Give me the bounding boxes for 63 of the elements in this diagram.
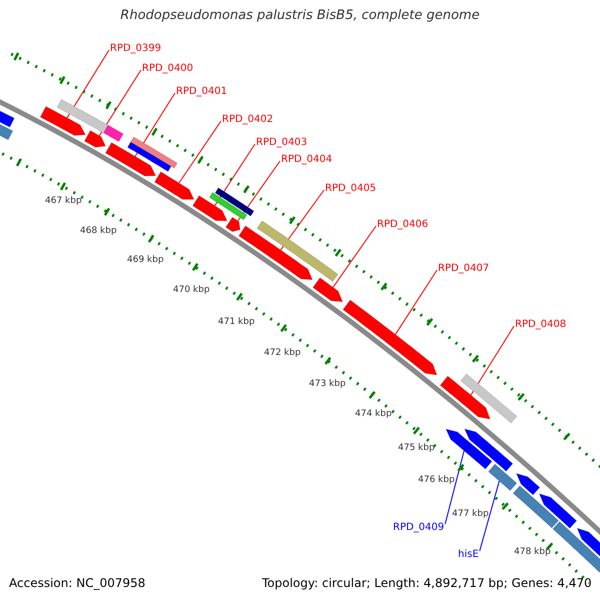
gene-feature (103, 124, 124, 142)
leader-line (479, 480, 500, 552)
gene-feature (226, 216, 240, 232)
gene-feature (154, 172, 194, 200)
scale-label: 475 kbp (398, 442, 435, 454)
gene-feature (127, 142, 172, 172)
leader-line (66, 50, 110, 118)
gene-feature (84, 130, 106, 148)
leader-line (394, 270, 438, 335)
gene-feature (512, 486, 559, 528)
gene-label: RPD_0402 (222, 114, 274, 126)
scale-label: 474 kbp (355, 408, 392, 420)
gene-feature (105, 142, 156, 176)
gene-feature (214, 188, 254, 216)
scale-label: 477 kbp (452, 508, 489, 520)
gene-feature (460, 374, 518, 424)
scale-label: 478 kbp (514, 546, 551, 558)
gene-label: RPD_0404 (281, 154, 332, 166)
gene-feature (40, 106, 86, 136)
gene-feature (440, 376, 490, 420)
leader-line (214, 144, 256, 206)
gene-label: RPD_0400 (142, 63, 194, 75)
leader-line (98, 70, 142, 136)
gene-feature (256, 220, 338, 282)
gene-label: RPD_0399 (110, 43, 162, 55)
gene-feature (516, 473, 540, 496)
gene-label: RPD_0405 (325, 183, 376, 195)
gene-label: RPD_0409 (393, 522, 444, 534)
leader-line (470, 326, 514, 396)
leader-line (444, 450, 465, 524)
gene-feature (552, 521, 600, 572)
gene-feature (446, 428, 492, 470)
gene-label: RPD_0408 (515, 319, 566, 331)
scale-label: 470 kbp (173, 284, 210, 296)
scale-label: 473 kbp (309, 378, 346, 390)
gene-feature (130, 136, 178, 168)
scale-label: 468 kbp (80, 225, 117, 237)
gene-label: RPD_0401 (176, 86, 228, 98)
leader-line (280, 190, 324, 250)
title: Rhodopseudomonas palustris BisB5, complete genome (119, 8, 481, 24)
scale-label: 471 kbp (218, 316, 255, 328)
gene-feature (56, 99, 108, 134)
gene-label: RPD_0407 (438, 263, 490, 275)
gene-label: RPD_0403 (256, 137, 308, 149)
scale-label: 472 kbp (264, 347, 301, 359)
gene-label: hisE (458, 549, 479, 561)
gene-feature (488, 464, 518, 491)
scale-label: 467 kbp (45, 195, 82, 207)
gene-feature (209, 192, 248, 220)
gene-label: RPD_0406 (377, 219, 428, 231)
accession-label: Accession: NC_007958 (9, 576, 146, 591)
gene-feature (539, 494, 577, 528)
gene-feature (464, 428, 513, 472)
leader-line (237, 160, 280, 222)
genome-info: Topology: circular; Length: 4,892,717 bp; Genes: 4,470 (262, 576, 592, 591)
gene-feature (342, 300, 438, 376)
gene-feature (192, 195, 228, 222)
leader-line (178, 120, 222, 184)
gene-feature (312, 278, 343, 302)
gene-feature (238, 226, 313, 280)
scale-label: 476 kbp (418, 474, 455, 486)
scale-label: 469 kbp (127, 254, 164, 266)
leader-line (332, 226, 376, 288)
